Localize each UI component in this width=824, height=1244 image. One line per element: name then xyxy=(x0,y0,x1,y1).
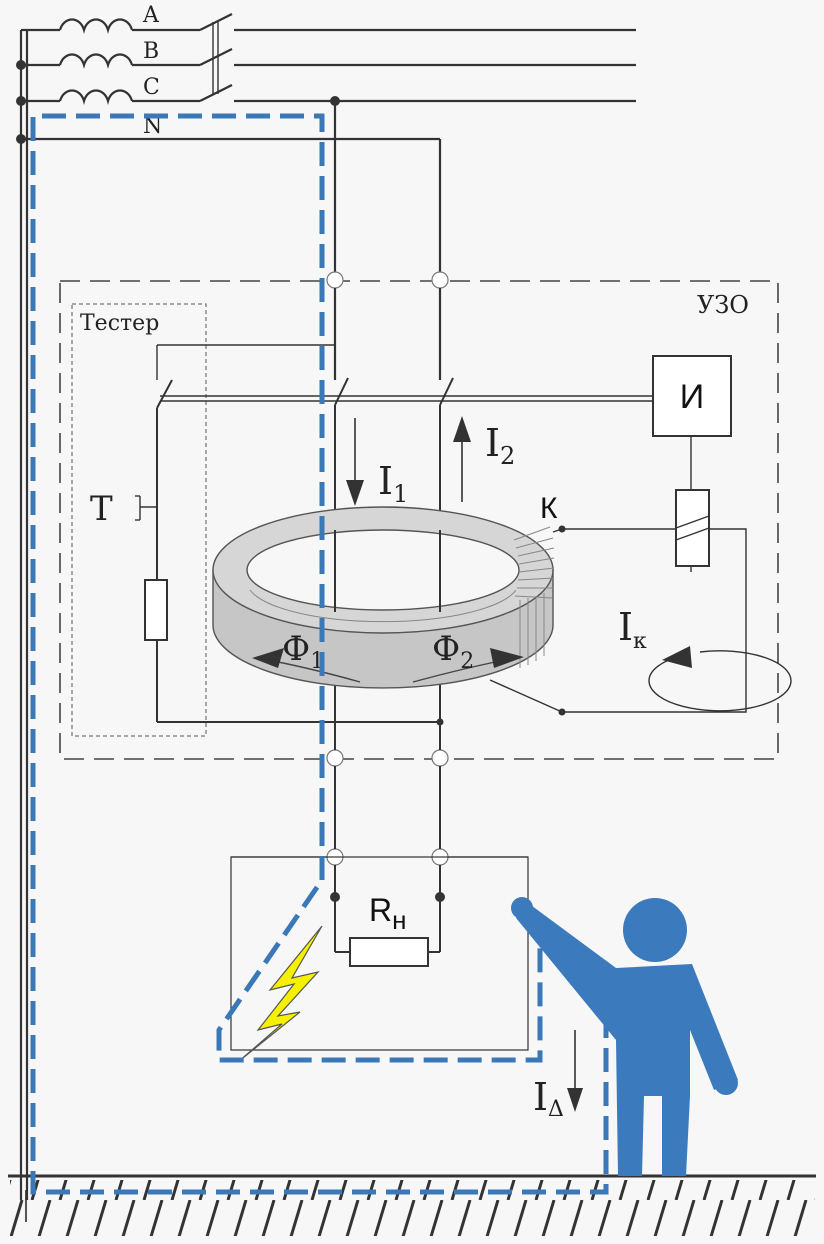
neutral-label: N xyxy=(143,114,162,139)
load-resistor xyxy=(349,937,429,967)
flux-2-label: Ф2 xyxy=(432,629,474,674)
relay-coil xyxy=(675,489,710,567)
meter-box xyxy=(652,355,732,437)
tester-boundary xyxy=(71,303,207,737)
load-label: Rн xyxy=(369,892,406,935)
ground xyxy=(0,1174,824,1236)
rcd-label: УЗО xyxy=(697,291,749,319)
current-i1-label: I1 xyxy=(378,459,408,508)
current-arrows xyxy=(346,416,471,506)
test-button-label[interactable]: T xyxy=(90,489,113,529)
ground-hatching xyxy=(10,1178,815,1236)
person-head xyxy=(623,898,687,962)
phase-a-label: A xyxy=(142,3,160,28)
flux-arrows xyxy=(252,648,524,683)
tester-label: Тестер xyxy=(80,311,159,336)
phase-c-label: C xyxy=(143,75,160,100)
junction-dots xyxy=(16,60,340,144)
meter-label: И xyxy=(680,378,704,416)
secondary-current-loop xyxy=(648,646,792,712)
current-ik-label: Iк xyxy=(618,605,647,654)
lightning-bolt xyxy=(237,925,323,1063)
load-circuit xyxy=(334,766,441,953)
contact-label: К xyxy=(540,492,558,525)
supply-lines xyxy=(19,13,636,1200)
tester-resistor xyxy=(144,579,168,641)
toroidal-core xyxy=(212,506,563,713)
current-idelta-label: IΔ xyxy=(533,1075,564,1122)
phase-b-label: B xyxy=(143,39,159,64)
appliance-casing xyxy=(230,856,529,1051)
current-i2-label: I2 xyxy=(485,421,515,470)
person-body xyxy=(516,900,738,1176)
person-figure xyxy=(511,897,738,1176)
